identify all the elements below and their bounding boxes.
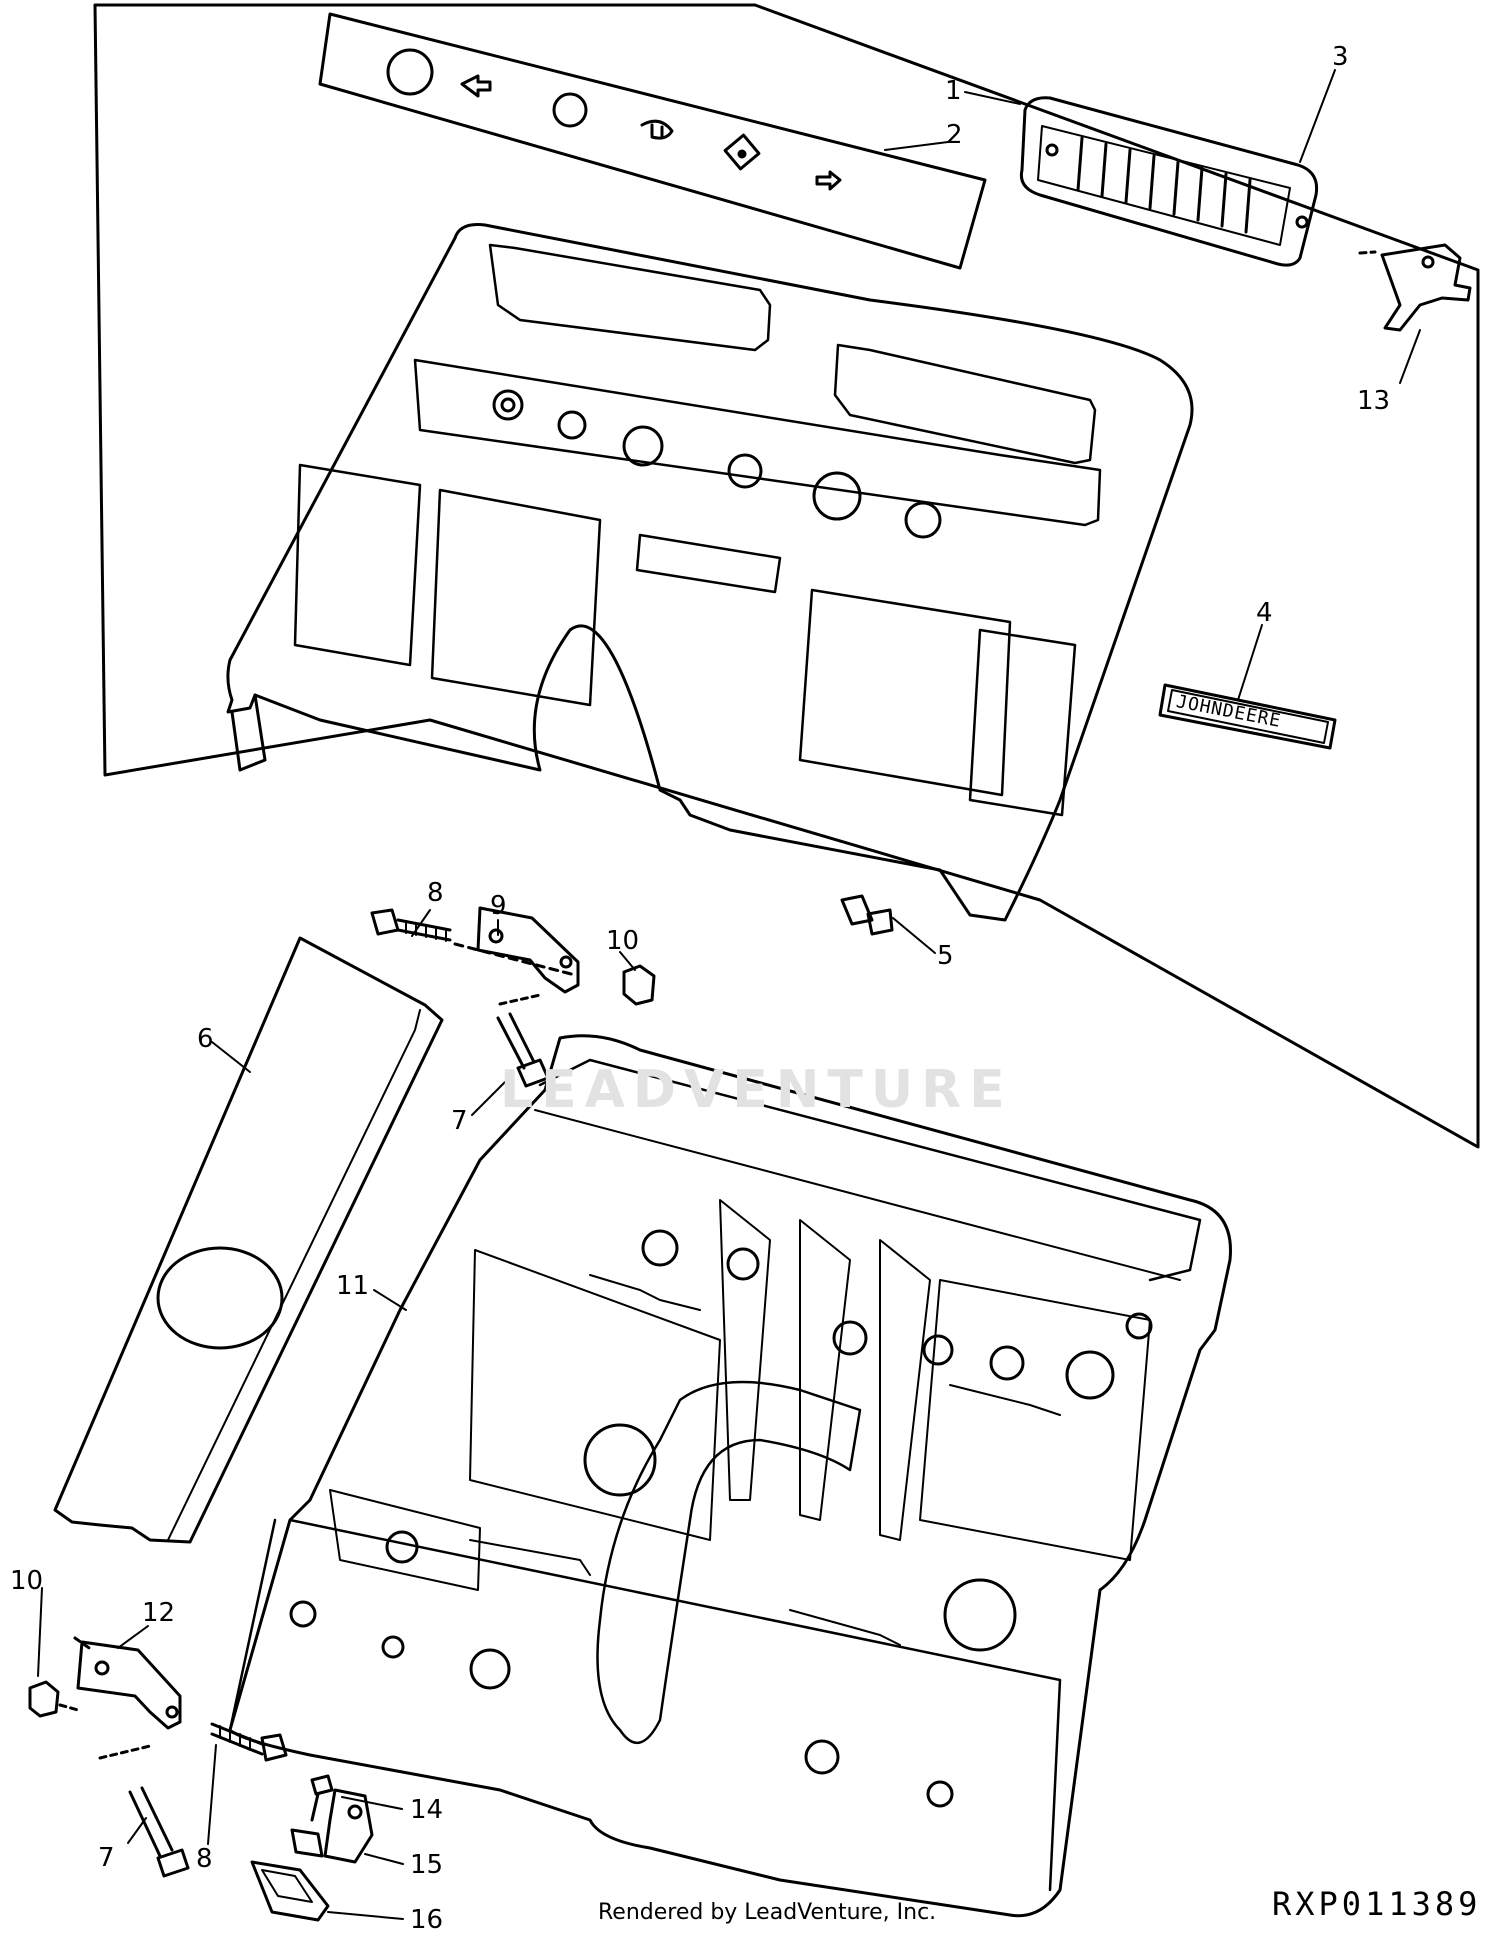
drawing-code: RXP011389 — [1272, 1885, 1482, 1923]
part-12-bracket — [73, 1636, 182, 1730]
watermark: LEADVENTURE — [500, 1060, 1013, 1120]
callout-5: 5 — [937, 941, 954, 971]
assembly-background-panel — [93, 3, 1480, 1149]
callout-12: 12 — [142, 1598, 176, 1628]
part-13-clip — [1358, 243, 1472, 332]
callout-9: 9 — [490, 891, 507, 921]
callout-10-upper: 10 — [606, 926, 640, 956]
callout-15: 15 — [410, 1850, 444, 1880]
part-2-decal-strip — [318, 12, 987, 270]
callout-8-lower: 8 — [196, 1844, 213, 1874]
part-6-cover-plate — [53, 936, 444, 1544]
part-3-light-bar — [1019, 96, 1319, 267]
part-8-bolt-upper — [370, 908, 577, 977]
callout-16: 16 — [410, 1905, 444, 1935]
leader-lines — [37, 69, 1421, 1920]
callout-11: 11 — [336, 1271, 370, 1301]
callout-4: 4 — [1256, 598, 1273, 628]
callout-13: 13 — [1357, 386, 1391, 416]
part-4-name-decal — [1158, 683, 1337, 750]
callout-7-upper: 7 — [451, 1106, 468, 1136]
part-14-screw — [310, 1774, 334, 1822]
callout-2: 2 — [946, 120, 963, 150]
part-8-bolt-lower — [210, 1722, 288, 1762]
dash-panel — [226, 223, 1194, 922]
render-credit: Rendered by LeadVenture, Inc. — [598, 1900, 937, 1925]
part-16-catch — [250, 1860, 330, 1922]
callout-14: 14 — [410, 1795, 444, 1825]
callout-8-upper: 8 — [427, 878, 444, 908]
callout-7-lower: 7 — [98, 1843, 115, 1873]
part-15-latch — [290, 1788, 374, 1864]
callout-10-lower: 10 — [10, 1566, 44, 1596]
part-10-nut-upper — [622, 964, 656, 1006]
part-5-clip — [840, 894, 894, 936]
part-7-screw-lower — [98, 1744, 190, 1878]
callout-1: 1 — [945, 76, 962, 106]
callout-3: 3 — [1332, 42, 1349, 72]
part-11-lower-housing — [228, 1034, 1232, 1918]
callout-6: 6 — [197, 1024, 214, 1054]
part-10-nut-lower — [28, 1680, 60, 1718]
